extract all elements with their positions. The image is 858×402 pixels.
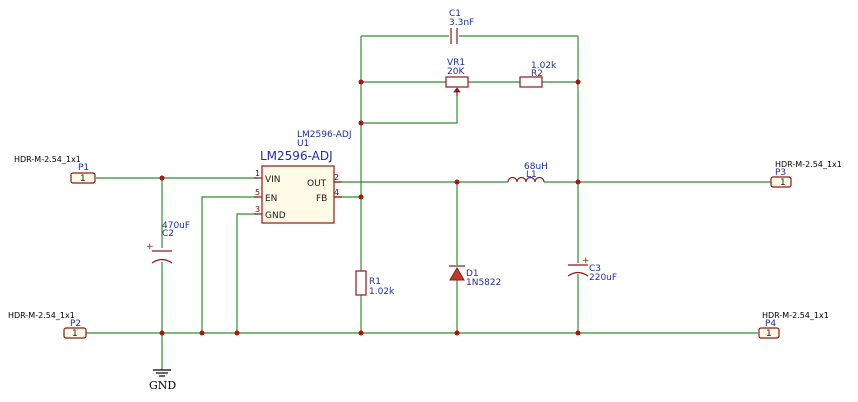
junction (358, 194, 364, 200)
junction (159, 175, 165, 181)
u1-title: LM2596-ADJ (260, 149, 333, 163)
u1-pin-name: OUT (307, 179, 327, 189)
potentiometer-vr1[interactable]: VR1 20K (445, 58, 469, 96)
connector-p3[interactable]: HDR-M-2.54_1x1 P3 1 (770, 160, 842, 188)
l1-ref: L1 (526, 170, 537, 180)
junction (199, 330, 205, 336)
inductor-l1[interactable]: 68uH L1 (507, 162, 548, 183)
l1-value: 68uH (524, 162, 548, 172)
u1-pin-number: 3 (255, 205, 260, 214)
p3-value: HDR-M-2.54_1x1 (775, 160, 842, 169)
c3-value: 220uF (589, 273, 617, 283)
u1-pin-number: 2 (334, 173, 339, 182)
u1-pin-name: EN (265, 194, 277, 204)
junctions (159, 79, 581, 336)
connector-p2[interactable]: HDR-M-2.54_1x1 P2 1 (8, 311, 87, 339)
u1-ref: U1 (297, 139, 309, 149)
u1-value: LM2596-ADJ (297, 130, 351, 140)
connector-p1[interactable]: HDR-M-2.54_1x1 P1 1 (14, 155, 96, 184)
c2-ref: C2 (162, 229, 174, 239)
u1-regulator[interactable]: LM2596-ADJ U1 LM2596-ADJ 1 5 3 2 4 VIN E… (254, 130, 351, 224)
gnd-label: GND (149, 379, 176, 392)
junction (575, 179, 581, 185)
p1-ref: P1 (78, 163, 89, 173)
p3-pin: 1 (780, 178, 786, 188)
capacitor-c2[interactable]: + 470uF C2 (146, 221, 190, 264)
p2-body (63, 327, 87, 339)
junction (358, 120, 364, 126)
u1-pin-number: 1 (255, 169, 260, 178)
junction (575, 79, 581, 85)
p2-value: HDR-M-2.54_1x1 (8, 311, 75, 320)
junction (358, 79, 364, 85)
r1-value: 1.02k (369, 287, 395, 297)
connector-p4[interactable]: HDR-M-2.54_1x1 P4 1 (758, 311, 829, 339)
d1-value: 1N5822 (466, 278, 501, 288)
c1-ref: C1 (449, 9, 461, 19)
p1-value: HDR-M-2.54_1x1 (14, 155, 81, 164)
c2-value: 470uF (162, 221, 190, 231)
u1-body (261, 165, 335, 224)
vr1-value: 20K (447, 67, 465, 77)
capacitor-c1[interactable]: C1 3.3nF (449, 9, 474, 44)
junction (234, 330, 240, 336)
c3-ref: C3 (589, 264, 601, 274)
svg-text:+: + (582, 256, 590, 266)
p2-ref: P2 (70, 319, 81, 329)
vr1-ref: VR1 (447, 58, 465, 68)
p4-value: HDR-M-2.54_1x1 (762, 311, 829, 320)
p1-pin: 1 (80, 174, 86, 184)
junction (159, 330, 165, 336)
u1-pin-name: GND (265, 211, 286, 221)
u1-pin-number: 4 (334, 188, 339, 197)
wire-ic-gnd (236, 213, 258, 333)
c1-value: 3.3nF (449, 18, 474, 28)
p4-pin: 1 (766, 329, 772, 339)
wire-vr1-wiper (361, 96, 458, 124)
junction (454, 330, 460, 336)
junction (358, 330, 364, 336)
ground-symbol: GND (149, 369, 176, 392)
u1-pin-name: FB (316, 194, 327, 204)
p1-body (70, 172, 96, 184)
wire-en (201, 196, 258, 333)
resistor-r2[interactable]: 1.02k R2 (519, 61, 557, 88)
u1-pin-name: VIN (265, 175, 281, 185)
p2-pin: 1 (72, 329, 78, 339)
d1-ref: D1 (466, 269, 479, 279)
diode-d1[interactable]: D1 1N5822 (449, 265, 501, 288)
svg-text:+: + (146, 242, 154, 252)
r1-ref: R1 (369, 277, 381, 287)
junction (454, 179, 460, 185)
p3-body (770, 176, 792, 188)
r2-value: 1.02k (531, 61, 557, 71)
resistor-r1[interactable]: R1 1.02k (355, 270, 395, 297)
p4-ref: P4 (765, 319, 776, 329)
u1-pin-number: 5 (255, 188, 260, 197)
r2-ref: R2 (531, 69, 543, 79)
wires (86, 35, 772, 370)
capacitor-c3[interactable]: + C3 220uF (567, 256, 617, 283)
p4-body (758, 327, 780, 339)
p3-ref: P3 (775, 168, 786, 178)
junction (575, 330, 581, 336)
